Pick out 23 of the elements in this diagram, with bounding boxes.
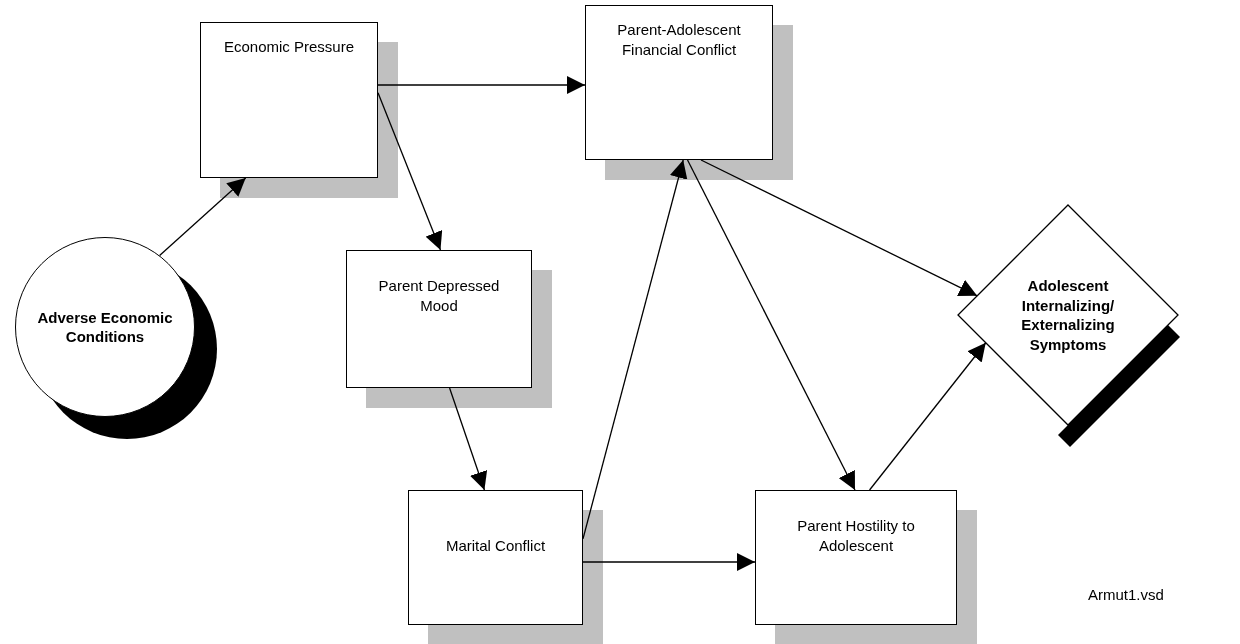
- node-label: Adverse Economic Conditions: [36, 307, 174, 347]
- arrow: [686, 159, 856, 491]
- arrow: [377, 76, 586, 94]
- node-label: Parent Depressed Mood: [377, 276, 501, 315]
- arrow: [377, 92, 443, 251]
- arrow: [582, 159, 688, 540]
- arrow: [700, 159, 978, 297]
- process-box: [408, 490, 583, 625]
- arrow: [448, 387, 488, 491]
- node-label: Marital Conflict: [445, 536, 546, 556]
- arrow: [582, 553, 756, 571]
- process-box: [585, 5, 773, 160]
- arrow: [158, 177, 247, 257]
- node-label: Adolescent Internalizing/ Externalizing Symptoms: [1020, 276, 1116, 354]
- process-box: [755, 490, 957, 625]
- node-label: Parent-Adolescent Financial Conflict: [616, 20, 742, 59]
- file-name-label: Armut1.vsd: [1088, 586, 1164, 603]
- process-box: [346, 250, 532, 388]
- node-label: Parent Hostility to Adolescent: [796, 516, 916, 555]
- process-box: [200, 22, 378, 178]
- outcome-diamond: [958, 205, 1178, 425]
- arrow: [868, 342, 987, 491]
- node-label: Economic Pressure: [223, 37, 355, 57]
